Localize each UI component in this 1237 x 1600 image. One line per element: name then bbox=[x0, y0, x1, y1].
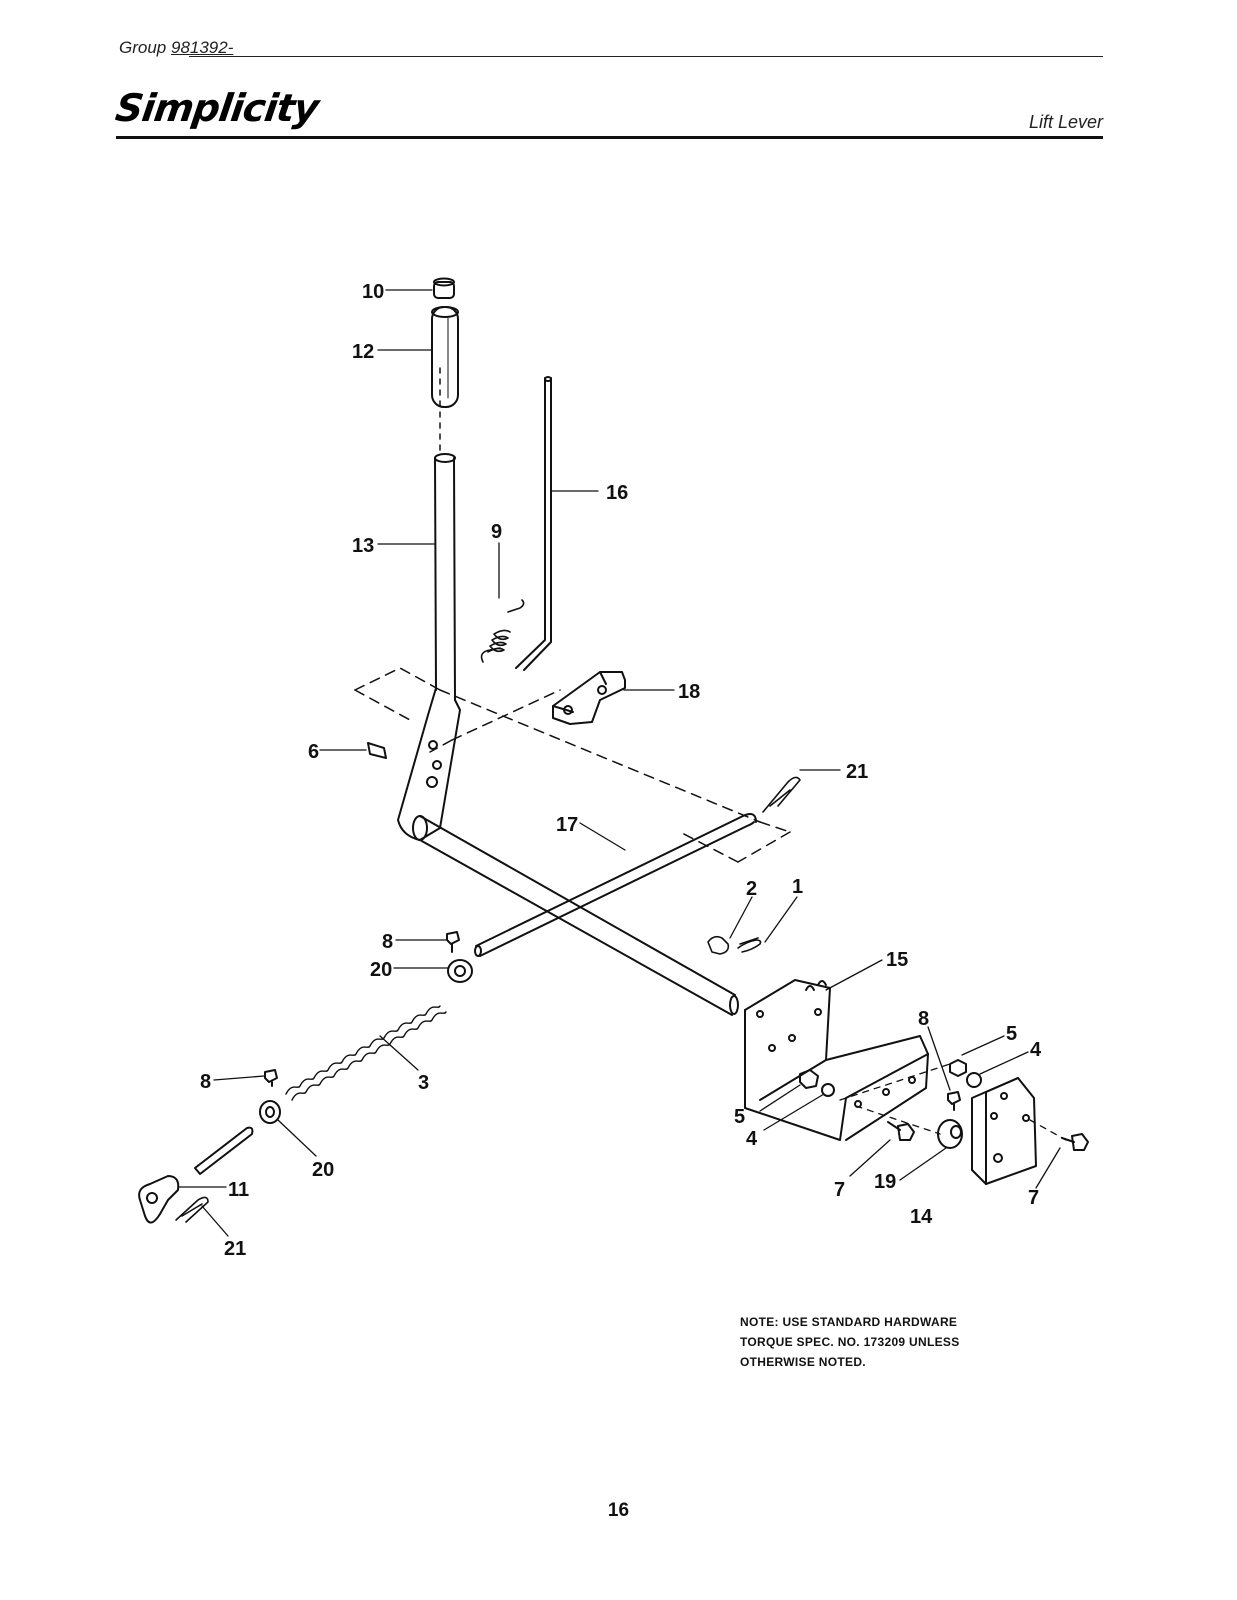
part-14-plate bbox=[971, 1077, 1037, 1185]
part-8-right bbox=[947, 1091, 961, 1111]
callout-9: 9 bbox=[491, 521, 502, 543]
group-label: Group 981392- bbox=[119, 38, 233, 58]
part-20-lower bbox=[259, 1100, 281, 1124]
callout-12: 12 bbox=[352, 341, 374, 363]
callout-17: 17 bbox=[556, 814, 578, 836]
group-prefix: Group bbox=[119, 38, 167, 57]
part-8-upper bbox=[446, 931, 460, 953]
callout-21-upper: 21 bbox=[846, 761, 868, 783]
part-13-lever bbox=[397, 453, 461, 841]
part-21-clip-upper bbox=[762, 776, 801, 813]
callout-4-right: 4 bbox=[1030, 1039, 1042, 1061]
callout-14: 14 bbox=[910, 1206, 933, 1228]
callout-8-right: 8 bbox=[918, 1008, 929, 1030]
callout-19: 19 bbox=[874, 1171, 896, 1193]
main-cross-shaft bbox=[412, 815, 739, 1016]
part-15-bracket bbox=[744, 979, 929, 1141]
part-5-nut-bracket bbox=[799, 1069, 819, 1089]
part-7-bolt-right bbox=[1061, 1133, 1089, 1151]
part-18-clevis bbox=[552, 671, 626, 725]
part-16-rod bbox=[515, 376, 552, 671]
part-21-clip-lower bbox=[175, 1196, 209, 1223]
part-5-nut-right bbox=[949, 1059, 967, 1077]
group-number: 981392- bbox=[170, 38, 234, 57]
callout-6: 6 bbox=[308, 741, 319, 763]
callout-7-left: 7 bbox=[834, 1179, 845, 1201]
lower-pin-rod bbox=[194, 1126, 254, 1175]
hardware-alignment-lines bbox=[839, 1063, 1067, 1141]
callout-8-left: 8 bbox=[200, 1071, 211, 1093]
callout-15: 15 bbox=[886, 949, 908, 971]
callout-10: 10 bbox=[362, 281, 384, 303]
callout-16: 16 bbox=[606, 482, 628, 504]
section-title: Lift Lever bbox=[1028, 112, 1103, 132]
part-3-spring bbox=[285, 1005, 447, 1101]
part-1-pin bbox=[737, 937, 762, 953]
part-7-bolt-left bbox=[887, 1121, 915, 1141]
callout-21-lower: 21 bbox=[224, 1238, 246, 1260]
dashed-plane bbox=[354, 367, 791, 863]
part-8-lower-left bbox=[264, 1069, 278, 1087]
callout-11: 11 bbox=[228, 1179, 249, 1201]
callout-2: 2 bbox=[746, 878, 757, 900]
header-rule-thin bbox=[189, 56, 1103, 57]
part-4-washer-right bbox=[966, 1072, 982, 1088]
part-20-upper bbox=[447, 959, 473, 983]
callout-13: 13 bbox=[352, 535, 374, 557]
part-9-spring bbox=[480, 599, 525, 663]
callout-8-upper: 8 bbox=[382, 931, 393, 953]
part-12-grip bbox=[431, 306, 459, 408]
callout-20-lower: 20 bbox=[312, 1159, 334, 1181]
leader-lines bbox=[177, 289, 1061, 1237]
callout-1: 1 bbox=[792, 876, 803, 898]
header-rule-thick bbox=[116, 136, 1103, 139]
callout-4-bracket: 4 bbox=[746, 1128, 758, 1150]
part-10-cap bbox=[433, 277, 455, 299]
callout-7-right: 7 bbox=[1028, 1187, 1039, 1209]
callout-20-upper: 20 bbox=[370, 959, 392, 981]
part-11-clevis bbox=[138, 1175, 180, 1224]
callout-18: 18 bbox=[678, 681, 700, 703]
torque-note: NOTE: USE STANDARD HARDWARE TORQUE SPEC.… bbox=[740, 1315, 960, 1369]
part-2-bolt bbox=[707, 935, 730, 955]
part-17-rod bbox=[474, 813, 757, 957]
callout-5-bracket: 5 bbox=[734, 1106, 745, 1128]
part-19-spacer bbox=[937, 1119, 963, 1149]
part-4-washer-bracket bbox=[821, 1083, 835, 1097]
callout-5-right: 5 bbox=[1006, 1023, 1017, 1045]
page-number: 16 bbox=[607, 1500, 630, 1521]
callout-3: 3 bbox=[418, 1072, 429, 1094]
part-6-pin bbox=[367, 742, 387, 759]
